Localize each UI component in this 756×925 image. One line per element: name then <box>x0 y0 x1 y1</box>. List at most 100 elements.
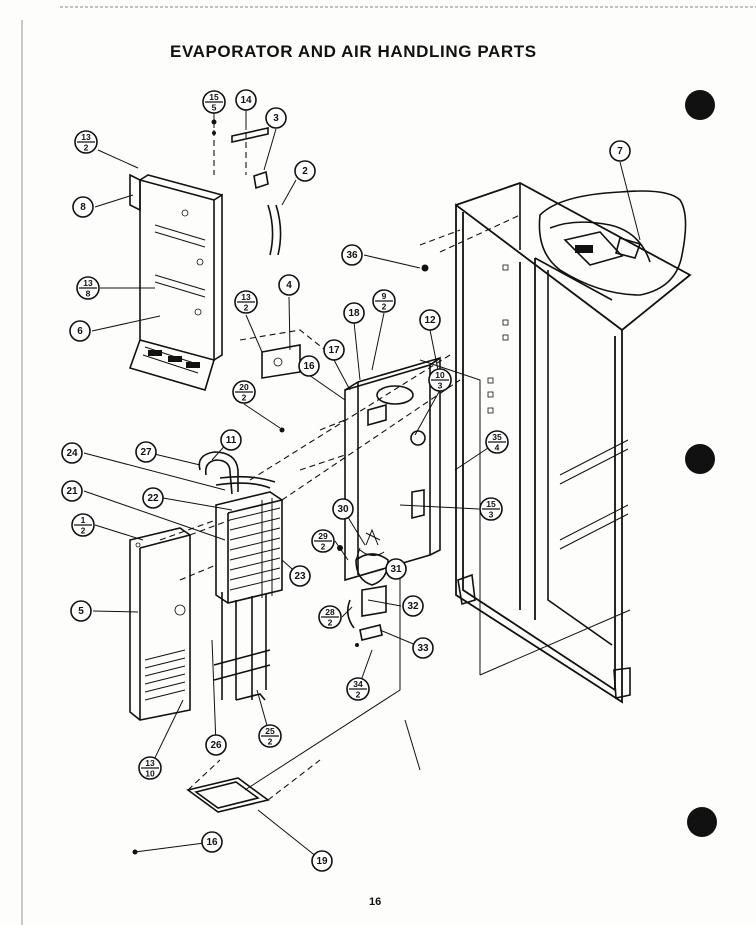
callout-c2: 2 <box>294 160 316 182</box>
leader-c36 <box>363 254 421 269</box>
leader-c18 <box>353 321 361 381</box>
callout-quantity: 2 <box>382 302 387 312</box>
callout-c35-4: 354 <box>485 430 509 454</box>
fan-bracket-assembly <box>279 356 441 647</box>
callout-c1-2: 12 <box>71 513 95 537</box>
callout-c10-3: 103 <box>428 368 452 392</box>
callout-number: 2 <box>302 166 308 177</box>
drain-tray <box>132 759 321 855</box>
callout-c31: 31 <box>385 558 407 580</box>
callout-quantity: 2 <box>268 737 273 747</box>
callout-number: 6 <box>77 326 83 337</box>
callout-quantity: 4 <box>495 443 500 453</box>
callout-c4: 4 <box>278 274 300 296</box>
leader-c2 <box>281 179 297 206</box>
callout-c22: 22 <box>142 487 164 509</box>
leader-c16b <box>134 841 213 853</box>
leader-c1-2 <box>94 524 144 541</box>
callout-number: 27 <box>140 447 152 458</box>
callout-c17: 17 <box>323 339 345 361</box>
callout-c9-2: 92 <box>372 289 396 313</box>
leader-c9-2 <box>371 312 385 371</box>
callout-circle <box>72 196 94 218</box>
callout-c13-2b: 132 <box>234 290 258 314</box>
callout-c36: 36 <box>341 244 363 266</box>
leader-c16a <box>308 374 346 401</box>
upper-small-parts <box>211 119 429 379</box>
callout-number: 34 <box>353 679 363 689</box>
callout-circle <box>61 442 83 464</box>
leader-c28-2 <box>341 606 353 618</box>
callout-number: 22 <box>147 493 159 504</box>
callout-quantity: 2 <box>356 690 361 700</box>
callout-number: 26 <box>210 740 222 751</box>
callout-number: 33 <box>417 643 429 654</box>
callout-number: 13 <box>81 132 91 142</box>
callout-number: 32 <box>407 601 419 612</box>
binder-hole-bottom <box>687 807 717 837</box>
callout-quantity: 2 <box>81 526 86 536</box>
callout-circle <box>412 637 434 659</box>
callout-circle <box>278 274 300 296</box>
callout-c30: 30 <box>332 498 354 520</box>
leader-c19 <box>257 809 323 862</box>
callout-quantity: 5 <box>212 103 217 113</box>
callout-c5: 5 <box>70 600 92 622</box>
callout-circle <box>69 320 91 342</box>
callout-circle <box>294 160 316 182</box>
callout-quantity: 2 <box>244 303 249 313</box>
callout-c8: 8 <box>72 196 94 218</box>
callout-number: 5 <box>78 606 84 617</box>
callout-quantity: 2 <box>321 542 326 552</box>
callout-number: 36 <box>346 250 358 261</box>
callout-number: 19 <box>316 856 328 867</box>
callout-c34-2: 342 <box>346 677 370 701</box>
leader-c32 <box>367 599 402 607</box>
callout-number: 28 <box>325 607 335 617</box>
leader-c7 <box>619 161 641 241</box>
leader-c6 <box>91 315 161 332</box>
callout-circle <box>289 565 311 587</box>
callout-c7: 7 <box>609 140 631 162</box>
callout-circle <box>265 107 287 129</box>
callout-c6: 6 <box>69 320 91 342</box>
callout-circle <box>220 429 242 451</box>
callout-quantity: 2 <box>84 143 89 153</box>
callout-c33: 33 <box>412 637 434 659</box>
leader-c8 <box>94 194 134 208</box>
assembly-dashed-lines <box>244 354 631 791</box>
callout-number: 29 <box>318 531 328 541</box>
callout-quantity: 2 <box>242 393 247 403</box>
callout-number: 15 <box>486 499 496 509</box>
callout-circle <box>323 339 345 361</box>
leader-c15-3 <box>399 504 480 510</box>
callout-circle <box>332 498 354 520</box>
callout-number: 35 <box>492 432 502 442</box>
page-title: EVAPORATOR AND AIR HANDLING PARTS <box>170 42 537 61</box>
leader-c13-10 <box>149 699 184 769</box>
callout-quantity: 2 <box>328 618 333 628</box>
callout-number: 4 <box>286 280 292 291</box>
dispenser-housing <box>538 190 687 296</box>
callout-number: 3 <box>273 113 279 124</box>
callout-circle <box>142 487 164 509</box>
callout-c12: 12 <box>419 309 441 331</box>
callout-circle <box>402 595 424 617</box>
callout-c14: 14 <box>235 89 257 111</box>
page-number: 16 <box>369 896 382 908</box>
callout-circle <box>205 734 227 756</box>
leader-c4 <box>288 296 291 351</box>
callout-number: 31 <box>390 564 402 575</box>
callout-number: 11 <box>226 435 237 446</box>
cabinet-shell <box>419 182 692 704</box>
binder-hole-top <box>685 90 715 120</box>
callout-c15-3: 153 <box>479 497 503 521</box>
leader-c24 <box>83 452 226 491</box>
callout-number: 7 <box>617 146 623 157</box>
callout-c23: 23 <box>289 565 311 587</box>
callout-circle <box>311 850 333 872</box>
callout-c32: 32 <box>402 595 424 617</box>
callout-number: 1 <box>81 515 86 525</box>
callout-c11: 11 <box>220 429 242 451</box>
